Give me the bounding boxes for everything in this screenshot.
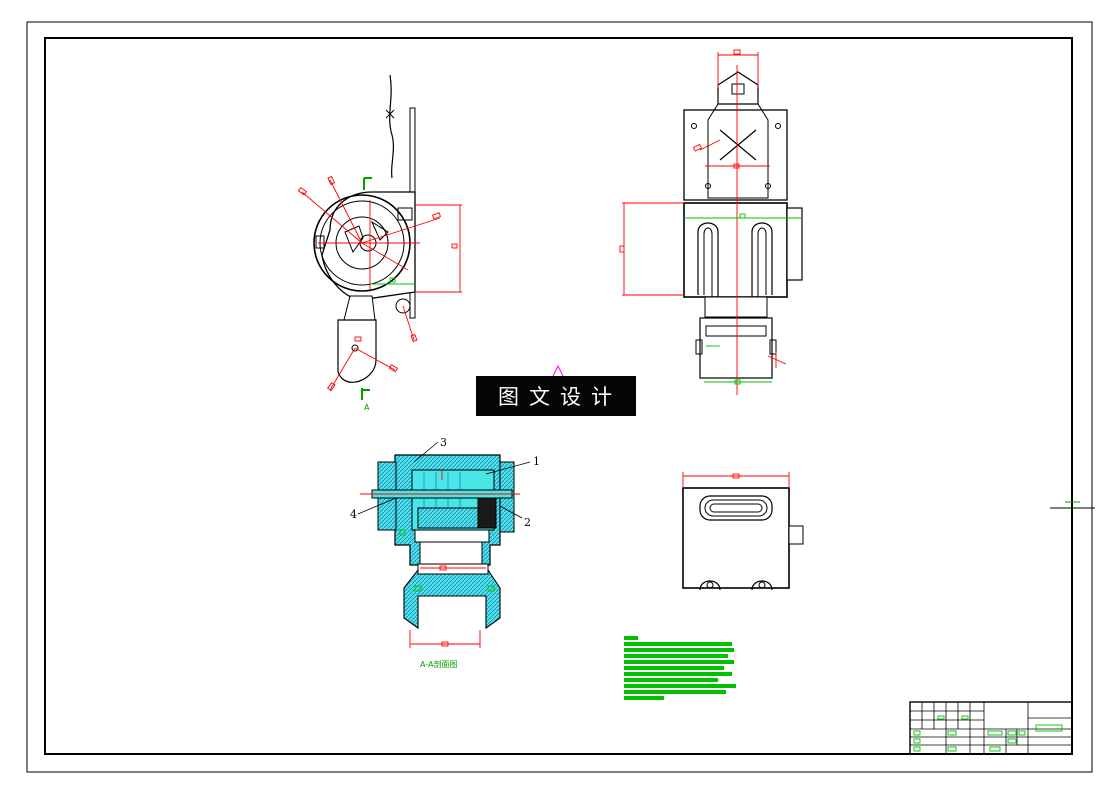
title-block <box>909 701 1073 755</box>
view-arrow-mark <box>552 364 564 377</box>
watermark-label: 图文设计 <box>476 376 636 416</box>
part-number-4: 4 <box>350 508 357 521</box>
outer-border <box>26 21 1093 773</box>
part-number-2: 2 <box>524 516 531 529</box>
front-view <box>619 49 803 395</box>
side-view: A <box>297 74 462 412</box>
top-view <box>682 472 804 591</box>
section-view: 1 2 3 4 A-A剖面图 <box>350 436 540 669</box>
technical-notes <box>624 636 736 700</box>
section-marker-label: A <box>364 403 370 412</box>
part-number-3: 3 <box>440 436 447 449</box>
part-number-1: 1 <box>533 455 540 468</box>
inner-border <box>44 37 1073 755</box>
section-caption: A-A剖面图 <box>420 659 457 669</box>
right-center-mark <box>1050 488 1095 530</box>
